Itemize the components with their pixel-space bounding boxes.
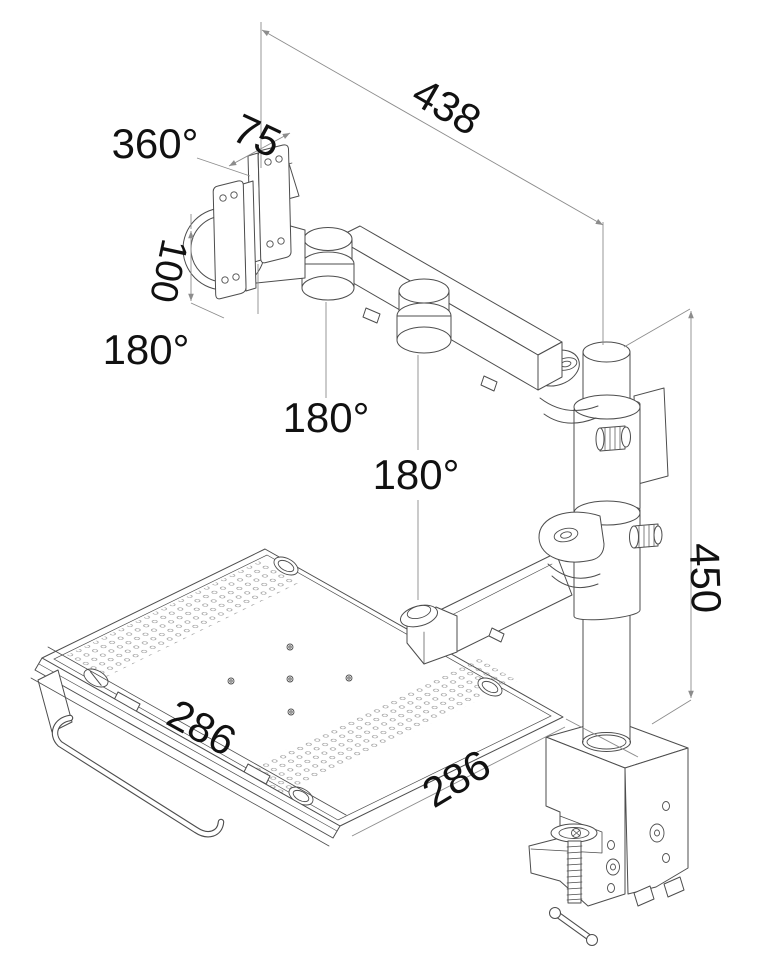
label-rotation-360: 360° [112, 120, 199, 167]
tray-pivot-bracket [399, 604, 458, 665]
vesa-head [182, 144, 306, 300]
label-swivel-180-tray: 180° [373, 451, 460, 498]
clamp-mounting-holes [606, 801, 670, 893]
clamp-screw [549, 823, 598, 946]
arm-joint-mid [396, 278, 452, 354]
label-swivel-180-mid: 180° [283, 394, 370, 441]
upper-collar-knob [595, 425, 631, 452]
label-height-100: 100 [141, 235, 195, 306]
tray-screw-holes [227, 643, 353, 716]
leader-360 [196, 157, 251, 177]
lower-collar-knob [629, 523, 663, 549]
dim-line-286-front [351, 726, 566, 837]
label-column-450: 450 [681, 542, 730, 614]
vesa-plate-left [212, 180, 257, 300]
lower-arm [399, 552, 573, 665]
lower-collar-pivot [538, 511, 605, 563]
dim-line-438 [261, 29, 604, 226]
arm-joint-head [301, 227, 355, 301]
laptop-tray [30, 548, 564, 847]
label-swivel-180-head: 180° [103, 326, 190, 373]
upper-arm [301, 225, 563, 392]
tray-front-lip [30, 657, 341, 847]
tray-retainer-wire [51, 714, 225, 838]
dimension-lines [188, 22, 694, 837]
pole-collars [532, 349, 669, 621]
desk-clamp [528, 718, 689, 946]
pole-top-cap [582, 341, 631, 363]
label-reach-438: 438 [405, 69, 489, 145]
clamp-screw-handle [549, 907, 598, 946]
dim-line-75 [228, 132, 291, 167]
